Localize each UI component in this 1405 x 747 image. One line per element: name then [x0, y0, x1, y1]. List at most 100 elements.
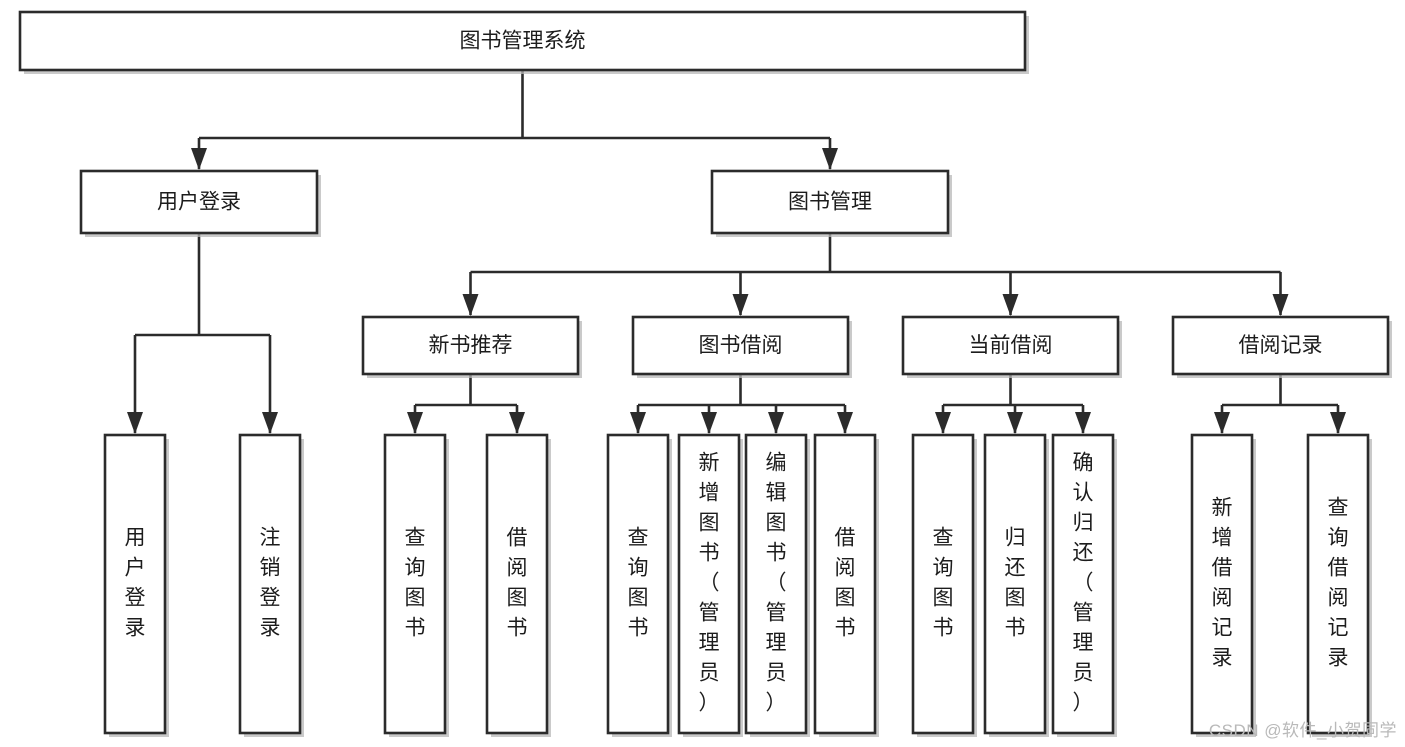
- node-label-char: 管: [766, 602, 787, 625]
- node-rect[interactable]: [813, 433, 877, 735]
- node-label-char: 认: [1073, 482, 1094, 505]
- node-rect[interactable]: [79, 169, 319, 235]
- node-rect[interactable]: [103, 433, 167, 735]
- node-level3-1[interactable]: 图书借阅: [631, 315, 852, 378]
- node-rect[interactable]: [361, 315, 580, 376]
- node-rect[interactable]: [744, 433, 808, 735]
- arrow-head-icon: [509, 412, 525, 434]
- node-label-char: 阅: [1328, 587, 1349, 610]
- node-leaf-0[interactable]: 用户登录: [103, 433, 169, 737]
- node-rect[interactable]: [1171, 315, 1390, 376]
- node-label-char: ）: [699, 692, 720, 715]
- node-label-char: 图: [1005, 587, 1026, 610]
- node-label-char: 借: [1328, 557, 1349, 580]
- node-label-char: 书: [405, 617, 426, 640]
- node-label-char: 用: [125, 527, 146, 550]
- node-label-char: 图: [835, 587, 856, 610]
- node-label-char: ）: [1073, 692, 1094, 715]
- node-level3-3[interactable]: 借阅记录: [1171, 315, 1392, 378]
- node-label-char: ）: [766, 692, 787, 715]
- node-label-char: 登: [260, 587, 281, 610]
- node-label: 用户登录: [125, 527, 146, 640]
- node-label-char: 辑: [766, 482, 787, 505]
- node-rect[interactable]: [901, 315, 1120, 376]
- node-label-char: 还: [1073, 542, 1094, 565]
- node-rect[interactable]: [911, 433, 975, 735]
- node-rect[interactable]: [383, 433, 447, 735]
- node-label-char: 确: [1073, 452, 1094, 475]
- node-rect[interactable]: [1190, 433, 1254, 735]
- node-rect[interactable]: [606, 433, 670, 735]
- arrow-head-icon: [1272, 294, 1289, 316]
- arrow-head-icon: [1214, 412, 1230, 434]
- node-level3-2[interactable]: 当前借阅: [901, 315, 1122, 378]
- node-rect[interactable]: [983, 433, 1047, 735]
- node-rect[interactable]: [1051, 433, 1115, 735]
- node-label-char: 编: [766, 452, 787, 475]
- node-label-char: 图: [766, 512, 787, 535]
- node-level2-0[interactable]: 用户登录: [79, 169, 321, 237]
- node-label: 图书管理系统: [460, 30, 586, 53]
- arrow-head-icon: [1007, 412, 1023, 434]
- node-label-char: 户: [125, 557, 146, 580]
- node-level3-0[interactable]: 新书推荐: [361, 315, 582, 378]
- node-rect[interactable]: [631, 315, 850, 376]
- node-label-char: 销: [260, 557, 281, 580]
- node-rect[interactable]: [677, 433, 741, 735]
- node-rect[interactable]: [485, 433, 549, 735]
- node-label-char: 还: [1005, 557, 1026, 580]
- node-label: 当前借阅: [969, 334, 1053, 357]
- arrow-head-icon: [1330, 412, 1346, 434]
- node-label-char: 图: [628, 587, 649, 610]
- node-label: 新书推荐: [429, 334, 513, 357]
- node-label-char: （: [766, 572, 787, 595]
- node-label-char: 员: [699, 662, 720, 685]
- node-label-char: 阅: [507, 557, 528, 580]
- node-label-char: 管: [1073, 602, 1094, 625]
- arrow-head-icon: [732, 294, 749, 316]
- node-label-char: （: [699, 572, 720, 595]
- node-label-char: 增: [699, 482, 720, 505]
- node-label-char: 图: [405, 587, 426, 610]
- node-label-char: 录: [125, 617, 146, 640]
- node-rect[interactable]: [238, 433, 302, 735]
- node-label-char: 理: [1073, 632, 1094, 655]
- node-label-char: 查: [628, 527, 649, 550]
- node-label-char: 书: [766, 542, 787, 565]
- node-label: 图书借阅: [699, 334, 783, 357]
- arrow-head-icon: [822, 148, 838, 170]
- node-rect[interactable]: [710, 169, 950, 235]
- node-label-char: 理: [699, 632, 720, 655]
- node-label-char: 查: [405, 527, 426, 550]
- node-label-char: 员: [1073, 662, 1094, 685]
- node-level2-1[interactable]: 图书管理: [710, 169, 952, 237]
- node-rect[interactable]: [1306, 433, 1370, 735]
- node-label: 图书管理: [788, 191, 872, 214]
- node-label-char: 书: [699, 542, 720, 565]
- node-rect[interactable]: [18, 10, 1027, 72]
- arrow-head-icon: [462, 294, 479, 316]
- node-label-char: 管: [699, 602, 720, 625]
- arrow-head-icon: [630, 412, 646, 434]
- node-label-char: 询: [1328, 527, 1349, 550]
- node-root-图书管理系统[interactable]: 图书管理系统: [18, 10, 1029, 74]
- node-label: 借阅记录: [1239, 334, 1323, 357]
- node-label-char: 书: [933, 617, 954, 640]
